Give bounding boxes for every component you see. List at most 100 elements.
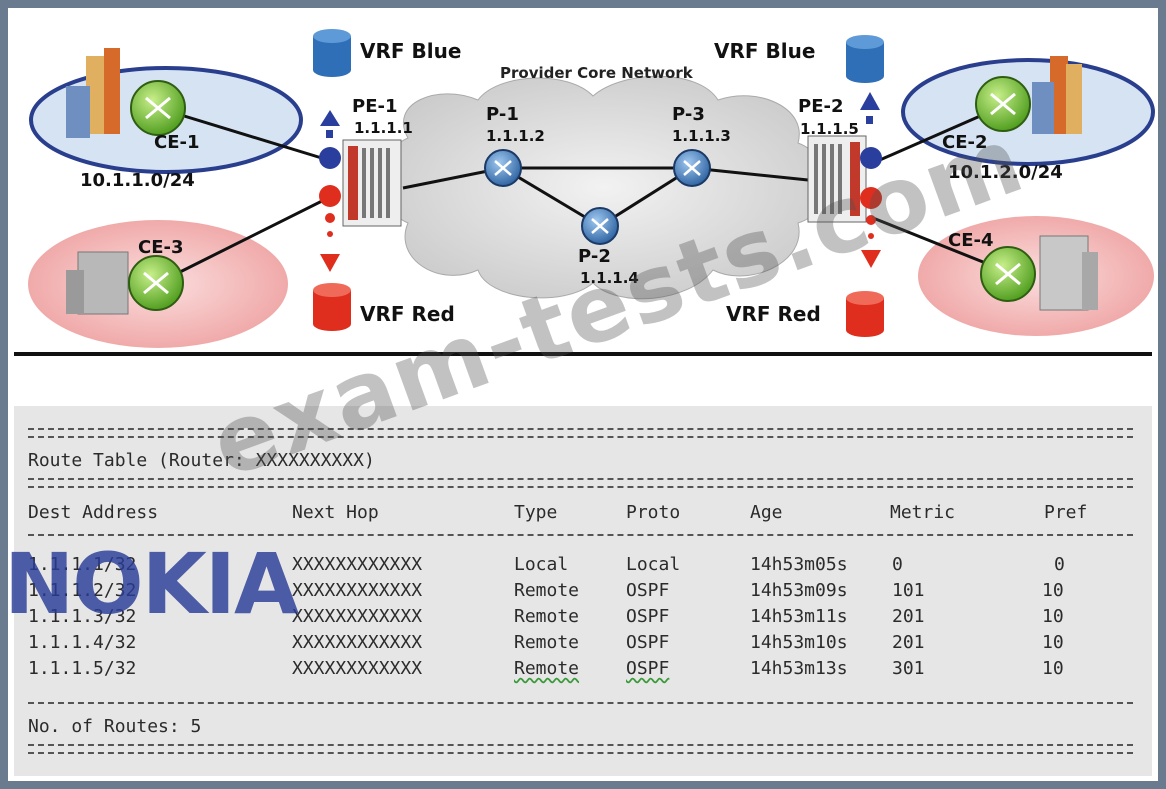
separator-double xyxy=(28,428,1133,438)
router-icon-ce3 xyxy=(128,255,184,311)
cell-metric: 201 xyxy=(892,606,925,627)
table-row: 1.1.1.5/32 XXXXXXXXXXXX Remote OSPF 14h53m13… xyxy=(14,658,1152,682)
cell-proto: Local xyxy=(626,554,681,575)
pe1-ip: 1.1.1.1 xyxy=(354,119,413,137)
cell-proto: OSPF xyxy=(626,658,670,679)
cell-proto: OSPF xyxy=(626,606,670,627)
link-p3-pe2 xyxy=(691,166,809,182)
ce4-name: CE-4 xyxy=(948,230,994,251)
link-ce3-pe1 xyxy=(157,191,339,285)
pe1-name: PE-1 xyxy=(352,96,397,117)
col-proto: Proto xyxy=(626,502,681,523)
separator-dashed xyxy=(28,534,1133,536)
cell-age: 14h53m09s xyxy=(750,580,848,601)
col-pref: Pref xyxy=(1044,502,1088,523)
vrf-blue-database-icon-right xyxy=(846,35,884,83)
p1-name: P-1 xyxy=(486,104,519,125)
col-next-hop: Next Hop xyxy=(292,502,379,523)
vrf-red-database-icon-right xyxy=(846,291,884,337)
cell-dest-address: 1.1.1.4/32 xyxy=(28,632,137,653)
cell-next-hop: XXXXXXXXXXXX xyxy=(292,632,423,653)
col-type: Type xyxy=(514,502,558,523)
pe2-chassis-icon xyxy=(807,135,867,223)
building-icon-ce3 xyxy=(66,251,129,315)
cell-next-hop: XXXXXXXXXXXX xyxy=(292,606,423,627)
cell-pref: 10 xyxy=(1042,580,1064,601)
cell-age: 14h53m10s xyxy=(750,632,848,653)
router-icon-p2 xyxy=(581,207,619,245)
cloud-label: Provider Core Network xyxy=(500,64,694,82)
p2-ip: 1.1.1.4 xyxy=(580,269,639,287)
cell-metric: 0 xyxy=(892,554,903,575)
col-metric: Metric xyxy=(890,502,956,523)
p1-ip: 1.1.1.2 xyxy=(486,127,545,145)
cell-metric: 201 xyxy=(892,632,925,653)
router-icon-ce2 xyxy=(975,76,1031,132)
cell-type: Remote xyxy=(514,632,580,653)
route-table-header: Dest Address Next Hop Type Proto Age Met… xyxy=(14,502,1152,526)
p3-ip: 1.1.1.3 xyxy=(672,127,731,145)
router-icon-ce4 xyxy=(980,246,1036,302)
spacer xyxy=(8,356,1158,406)
cell-type: Remote xyxy=(514,606,580,627)
pe2-vrf-blue-connector xyxy=(860,92,882,169)
vrf-red-label-right: VRF Red xyxy=(726,302,821,326)
cell-age: 14h53m13s xyxy=(750,658,848,679)
table-row: 1.1.1.3/32 XXXXXXXXXXXX Remote OSPF 14h53m11… xyxy=(14,606,1152,630)
cell-dest-address: 1.1.1.5/32 xyxy=(28,658,137,679)
network-diagram: Provider Core Network xyxy=(8,8,1158,356)
pe2-vrf-red-connector xyxy=(860,187,882,268)
ce2-subnet: 10.1.2.0/24 xyxy=(948,162,1063,183)
pe1-chassis-icon xyxy=(342,139,402,227)
router-icon-p1 xyxy=(484,149,522,187)
cell-next-hop: XXXXXXXXXXXX xyxy=(292,554,423,575)
cell-proto: OSPF xyxy=(626,580,670,601)
cell-dest-address: 1.1.1.1/32 xyxy=(28,554,137,575)
cell-metric: 101 xyxy=(892,580,925,601)
route-count-footer: No. of Routes: 5 xyxy=(28,716,202,737)
network-topology-svg: Provider Core Network xyxy=(28,29,1155,348)
cell-dest-address: 1.1.1.2/32 xyxy=(28,580,137,601)
building-icon-ce4 xyxy=(1039,235,1098,311)
cell-age: 14h53m11s xyxy=(750,606,848,627)
route-table-console: Route Table (Router: XXXXXXXXXX) Dest Ad… xyxy=(14,406,1152,776)
separator-dashed xyxy=(28,702,1133,704)
vrf-blue-label-left: VRF Blue xyxy=(360,39,461,63)
cell-pref: 10 xyxy=(1042,606,1064,627)
p2-name: P-2 xyxy=(578,246,611,267)
cell-next-hop: XXXXXXXXXXXX xyxy=(292,580,423,601)
cell-dest-address: 1.1.1.3/32 xyxy=(28,606,137,627)
pe1-vrf-red-connector xyxy=(319,185,341,272)
vrf-red-label-left: VRF Red xyxy=(360,302,455,326)
table-row: 1.1.1.4/32 XXXXXXXXXXXX Remote OSPF 14h53m10… xyxy=(14,632,1152,656)
cell-age: 14h53m05s xyxy=(750,554,848,575)
ce1-subnet: 10.1.1.0/24 xyxy=(80,170,195,191)
route-table-title: Route Table (Router: XXXXXXXXXX) xyxy=(28,450,375,471)
cell-type: Remote xyxy=(514,658,580,679)
cell-proto: OSPF xyxy=(626,632,670,653)
vrf-blue-database-icon-left xyxy=(313,29,351,77)
p3-name: P-3 xyxy=(672,104,705,125)
link-pe2-ce4 xyxy=(872,216,1004,272)
building-icon-ce2 xyxy=(1032,56,1082,134)
cell-metric: 301 xyxy=(892,658,925,679)
ce1-name: CE-1 xyxy=(154,132,200,153)
col-dest-address: Dest Address xyxy=(28,502,159,523)
provider-core-cloud xyxy=(381,75,827,300)
cell-pref: 10 xyxy=(1042,658,1064,679)
vrf-red-database-icon-left xyxy=(313,283,351,331)
separator-double xyxy=(28,478,1133,488)
separator-double xyxy=(28,744,1133,754)
link-ce1-pe1 xyxy=(157,106,339,165)
col-age: Age xyxy=(750,502,783,523)
router-icon-p3 xyxy=(673,149,711,187)
vrf-blue-label-right: VRF Blue xyxy=(714,39,815,63)
cell-next-hop: XXXXXXXXXXXX xyxy=(292,658,423,679)
building-icon-ce1 xyxy=(66,48,120,138)
pe2-name: PE-2 xyxy=(798,96,843,117)
cell-pref: 10 xyxy=(1042,632,1064,653)
ce2-name: CE-2 xyxy=(942,132,988,153)
cell-pref: 0 xyxy=(1054,554,1065,575)
